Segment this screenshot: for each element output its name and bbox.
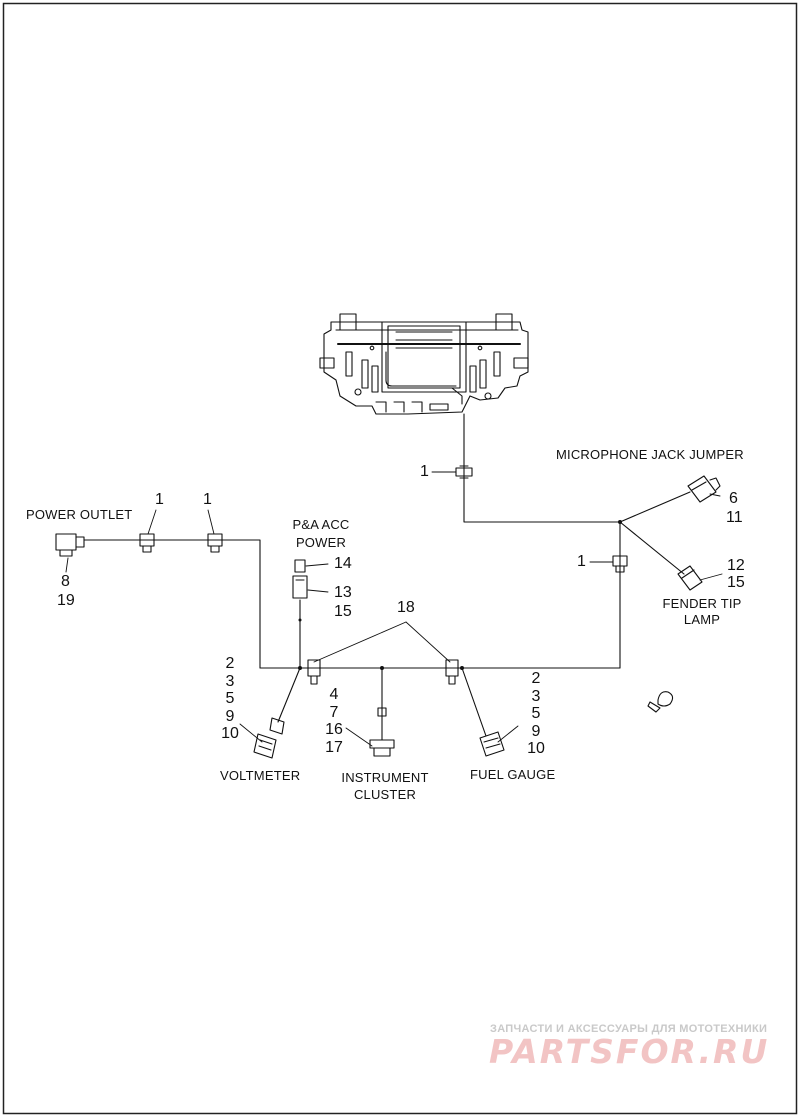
cluster-callout-3: 16 [325,721,343,738]
callout-pa-acc-c: 15 [334,603,352,620]
watermark-brand: PARTSFOR.RU [489,1032,770,1071]
fuel-gauge-connector [479,731,505,757]
fender-tip-lamp-label-1: FENDER TIP [662,596,742,611]
fuel-gauge-callout-stack: 2 3 5 9 10 [524,670,548,758]
voltmeter-callout-2: 3 [225,672,235,690]
trunk-connector-left [307,659,321,685]
callout-clip-right: 1 [577,553,586,570]
trunk-connector-right [445,659,459,685]
microphone-jack-jumper-label: MICROPHONE JACK JUMPER [556,447,744,462]
power-outlet-connector [55,533,85,557]
cluster-callout-4: 17 [325,738,343,756]
callout-pa-acc-b: 13 [334,584,352,601]
callout-clip-outlet-left: 1 [155,491,164,508]
voltmeter-callout-5: 10 [221,725,239,742]
voltmeter-callout-stack: 2 3 5 9 10 [218,655,242,743]
callout-fender-a: 12 [727,557,745,574]
cluster-callout-2: 7 [329,703,339,721]
clip-outlet-left [139,533,155,553]
pa-acc-power-label-1: P&A ACC [292,517,350,532]
callout-fender-b: 15 [727,574,745,591]
callout-mic-jack-a: 6 [729,490,738,507]
voltmeter-label: VOLTMETER [220,768,301,783]
clip-right [612,555,628,573]
instrument-cluster-label-2: CLUSTER [353,787,417,802]
fairing-bracket [319,313,529,415]
callout-mic-jack-b: 11 [726,509,743,526]
mic-jack-connector [687,475,721,503]
instrument-cluster-connector [369,707,395,757]
fender-tip-connector [677,565,703,591]
instrument-cluster-label-1: INSTRUMENT [341,770,429,785]
fuel-gauge-label: FUEL GAUGE [470,767,556,782]
harness-wires [83,413,691,741]
voltmeter-callout-3: 5 [225,690,235,707]
junction-dots [298,520,622,670]
leader-lines [65,471,723,747]
fender-tip-lamp-label-2: LAMP [683,612,721,627]
callout-pa-acc-a: 14 [334,555,352,572]
pa-acc-power-connector [292,559,308,599]
callout-clip-top: 1 [420,463,429,480]
clip-top [455,465,473,479]
cluster-callout-1: 4 [329,686,339,703]
fuel-gauge-callout-2: 3 [531,687,541,705]
voltmeter-callout-1: 2 [225,655,235,672]
fuel-gauge-callout-1: 2 [531,670,541,687]
fuel-gauge-callout-3: 5 [531,705,541,722]
fuel-gauge-callout-5: 10 [527,740,545,757]
power-outlet-label: POWER OUTLET [26,507,133,522]
clip-outlet-right [207,533,223,553]
watermark-tagline: ЗАПЧАСТИ И АКСЕССУАРЫ ДЛЯ МОТОТЕХНИКИ [490,1023,768,1035]
callout-clip-outlet-right: 1 [203,491,212,508]
callout-power-outlet-b: 19 [57,592,75,609]
voltmeter-connector [253,717,285,759]
fuel-gauge-callout-4: 9 [531,722,541,740]
callout-connector-group: 18 [397,599,415,616]
cluster-callout-stack: 4 7 16 17 [322,686,346,756]
loose-clamp [647,691,674,713]
pa-acc-power-label-2: POWER [295,535,347,550]
callout-power-outlet-a: 8 [61,573,70,590]
voltmeter-callout-4: 9 [225,707,235,725]
